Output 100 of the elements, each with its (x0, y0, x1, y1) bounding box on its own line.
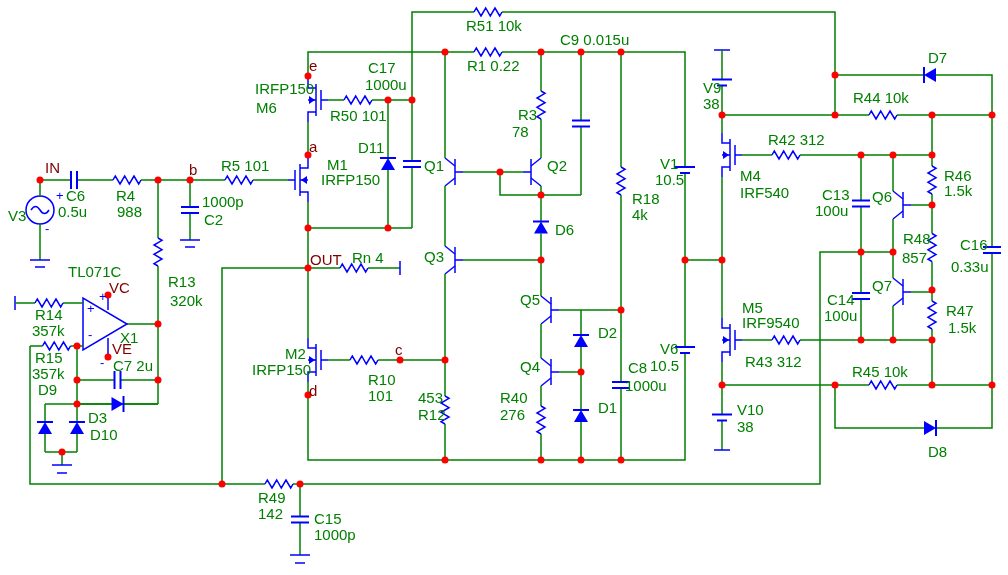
component-label: 100u (824, 308, 858, 323)
component-label: V6 (660, 341, 679, 356)
component-label: D7 (928, 50, 948, 65)
component-label: R1 0.22 (467, 58, 520, 73)
component-label: R44 10k (853, 90, 909, 105)
component-label: D9 (38, 382, 58, 397)
component-label: 1000p (314, 527, 356, 542)
component-label: R47 (946, 303, 974, 318)
component-label: Q5 (520, 292, 540, 307)
component-label: 1000p (202, 194, 244, 209)
polarity-sign: - (100, 356, 105, 369)
component-label: C6 (66, 188, 86, 203)
component-label: M4 (740, 168, 761, 183)
polarity-sign: + (99, 290, 107, 303)
component-label: D11 (358, 140, 385, 155)
component-label: M5 (742, 300, 763, 315)
component-label: 357k (32, 323, 65, 338)
component-label: R14 (35, 307, 63, 322)
component-label: V1 (660, 156, 679, 171)
component-label: C17 (368, 60, 396, 75)
component-label: D2 (598, 325, 618, 340)
component-label: R40 (500, 390, 528, 405)
component-label: M6 (256, 100, 277, 115)
component-label: V9 (703, 80, 722, 95)
component-label: Q7 (872, 278, 892, 293)
net-label: e (309, 58, 318, 73)
component-label: R51 10k (466, 18, 522, 33)
component-label: 1.5k (944, 183, 973, 198)
component-label: 4k (632, 207, 648, 222)
component-label: R4 (116, 188, 136, 203)
component-label: 453 (418, 390, 444, 405)
component-label: R43 312 (745, 354, 802, 369)
component-label: D10 (90, 427, 118, 442)
component-label: R50 101 (330, 108, 387, 123)
component-label: 100u (815, 203, 849, 218)
polarity-sign: + (87, 302, 95, 315)
net-label: b (189, 162, 198, 177)
component-label: 0.5u (58, 204, 88, 219)
component-label: C15 (314, 511, 342, 526)
component-label: 988 (117, 204, 143, 219)
component-label: C13 (822, 187, 850, 202)
component-label: D6 (555, 222, 575, 237)
component-label: Q6 (872, 189, 892, 204)
component-label: 1.5k (948, 320, 977, 335)
component-label: 276 (500, 407, 526, 422)
component-label: R42 312 (768, 132, 825, 147)
component-label: R15 (35, 350, 63, 365)
component-label: R13 (168, 274, 196, 289)
component-label: Q3 (424, 249, 444, 264)
component-label: IRFP150 (321, 172, 381, 187)
component-label: IRF540 (740, 185, 790, 200)
component-label: V3 (8, 208, 27, 223)
component-label: M2 (285, 346, 306, 361)
component-label: 78 (512, 124, 529, 139)
component-label: M1 (327, 157, 348, 172)
component-label: R48 (903, 231, 931, 246)
component-label: R45 10k (852, 364, 908, 379)
component-label: IRFP150 (252, 362, 312, 377)
component-label: C16 (960, 237, 988, 252)
component-label: R10 (368, 372, 396, 387)
net-label: IN (45, 160, 60, 175)
component-label: 1000u (625, 378, 667, 393)
component-label: V10 (737, 402, 764, 417)
polarity-sign: - (45, 222, 50, 235)
component-label: 357k (32, 366, 65, 381)
component-label: 38 (737, 419, 754, 434)
component-label: Q4 (520, 359, 540, 374)
component-label: 320k (170, 293, 203, 308)
component-label: R49 (258, 490, 286, 505)
component-label: Rn 4 (352, 250, 384, 265)
component-label: IRF9540 (742, 315, 800, 330)
component-label: C14 (827, 292, 855, 307)
component-label: R12 (418, 407, 446, 422)
net-label: OUT (310, 252, 342, 267)
component-label: 142 (258, 506, 284, 521)
component-label: IRFP150 (255, 81, 315, 96)
component-label: 10.5 (650, 358, 680, 373)
component-label: Q1 (424, 158, 444, 173)
component-label: C8 (628, 360, 648, 375)
component-label: D3 (88, 410, 108, 425)
component-label: R46 (944, 168, 972, 183)
net-label: c (395, 342, 403, 357)
component-label: D1 (598, 400, 618, 415)
component-label: C7 2u (113, 358, 154, 373)
polarity-sign: + (56, 189, 64, 202)
component-label: C9 0.015u (560, 32, 630, 47)
component-label: 10.5 (655, 172, 685, 187)
component-label: R5 101 (221, 158, 270, 173)
component-label: Q2 (547, 158, 567, 173)
component-label: 1000u (365, 77, 407, 92)
net-label: d (309, 383, 318, 398)
component-label: 101 (368, 388, 394, 403)
net-label: VC (109, 280, 130, 295)
polarity-sign: - (88, 328, 93, 341)
component-label: R18 (632, 191, 660, 206)
component-label: 38 (703, 96, 720, 111)
component-label: R3 (518, 107, 538, 122)
net-label: a (309, 139, 318, 154)
component-label: C2 (204, 212, 224, 227)
component-label: 857 (902, 250, 928, 265)
